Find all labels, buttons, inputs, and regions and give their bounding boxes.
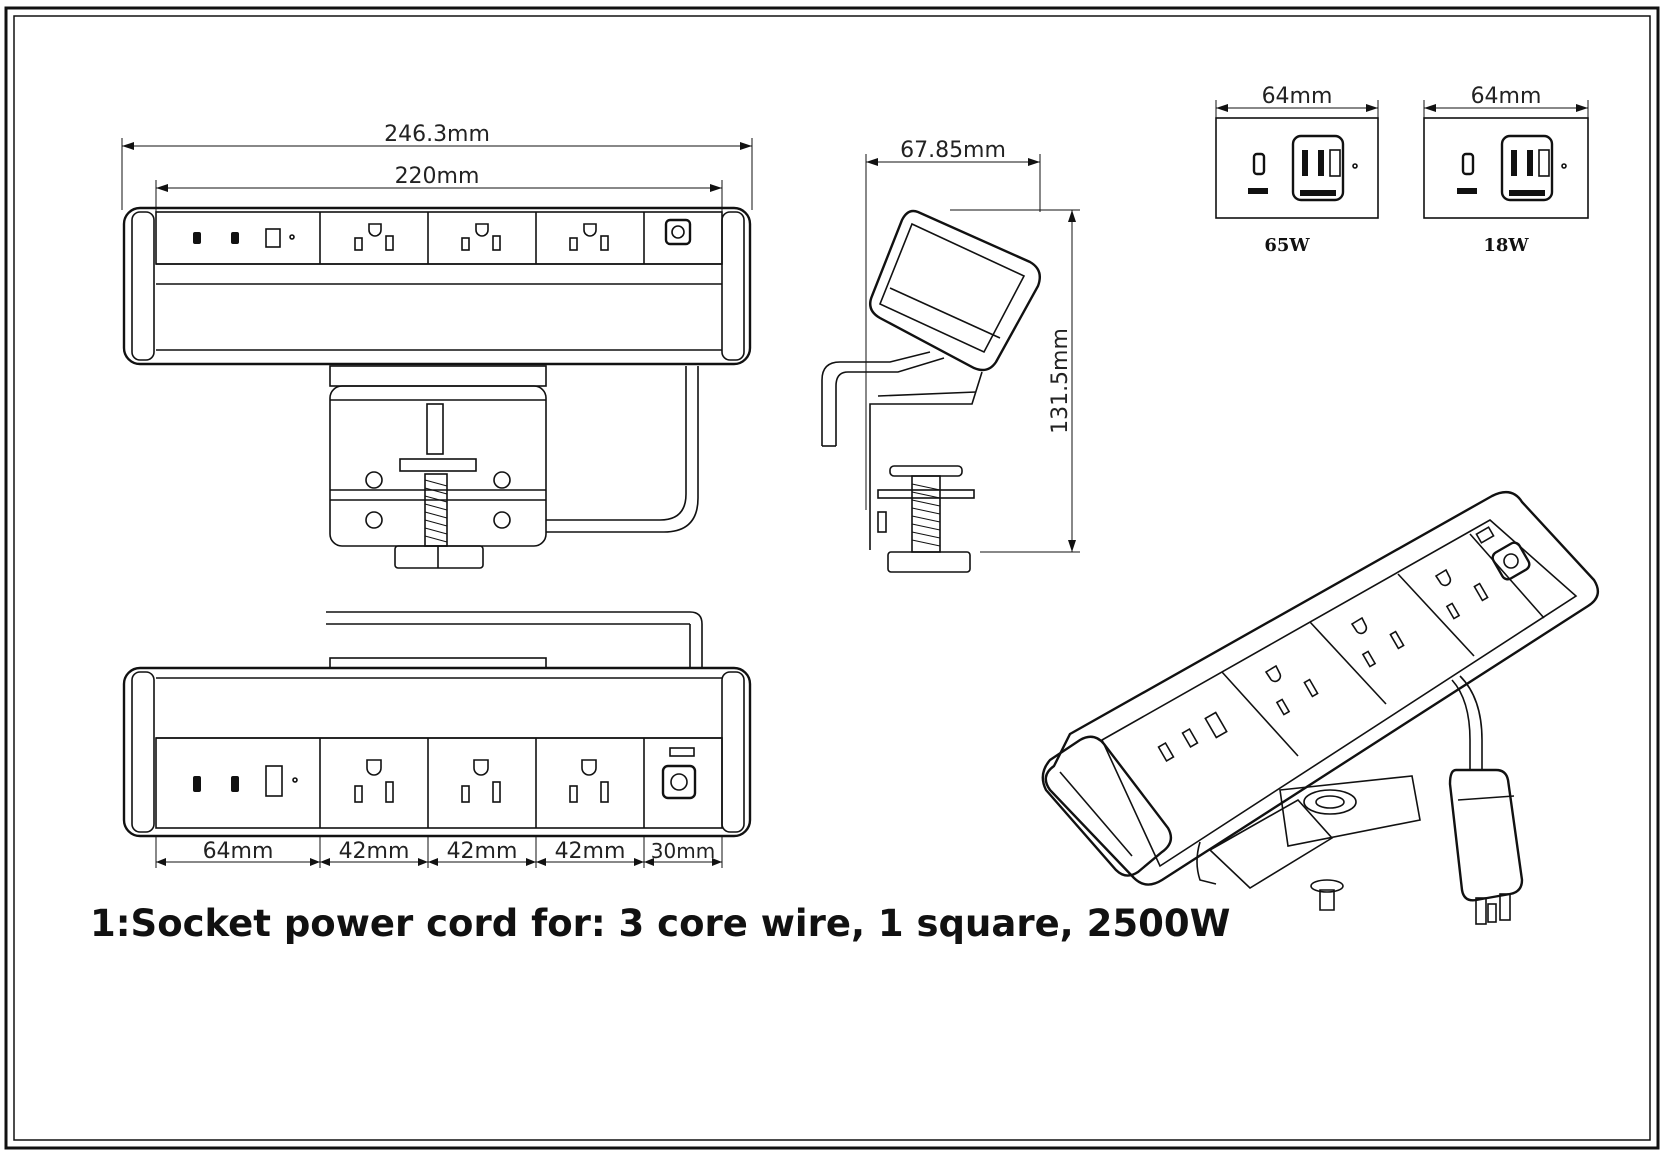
iso-power-switch-icon bbox=[1491, 541, 1531, 581]
outlet-2 bbox=[461, 223, 501, 251]
usb-module-65w-power: 65W bbox=[1264, 235, 1310, 256]
bottom-power-switch-icon bbox=[661, 764, 697, 800]
power-switch-icon bbox=[664, 218, 692, 246]
inner-width-label: 220mm bbox=[395, 164, 480, 189]
iso-outlet-1 bbox=[1264, 664, 1319, 716]
outer-border bbox=[4, 6, 1660, 1150]
segment-outlet-3-width: 42mm bbox=[555, 839, 626, 864]
side-clamp-screw bbox=[911, 475, 941, 553]
height-label: 131.5mm bbox=[1048, 328, 1073, 434]
bottom-view: 64mm 42mm 42mm 42mm 30mm bbox=[122, 611, 752, 868]
overall-width-label: 246.3mm bbox=[384, 122, 490, 147]
depth-label: 67.85mm bbox=[900, 138, 1006, 163]
inner-width-dimension: 220mm bbox=[155, 164, 723, 212]
iso-outlet-3 bbox=[1434, 568, 1489, 620]
segment-dimensions: 64mm 42mm 42mm 42mm 30mm bbox=[155, 836, 723, 868]
isometric-view bbox=[1041, 490, 1600, 925]
segment-outlet-1-width: 42mm bbox=[339, 839, 410, 864]
overall-width-dimension: 246.3mm bbox=[121, 122, 753, 210]
inner-border bbox=[13, 15, 1651, 1141]
side-view: 67.85mm 131.5mm bbox=[821, 138, 1080, 573]
front-view: 246.3mm 220mm bbox=[121, 122, 753, 569]
usb-module-18w-power: 18W bbox=[1483, 235, 1529, 256]
bottom-outlet-2 bbox=[461, 759, 501, 803]
usb-module-65w-width: 64mm bbox=[1262, 84, 1333, 109]
usb-module-65w: 64mm 65W bbox=[1215, 84, 1379, 256]
height-dimension: 131.5mm bbox=[950, 209, 1080, 553]
segment-switch-width: 30mm bbox=[651, 839, 715, 863]
outlet-3 bbox=[569, 223, 609, 251]
depth-dimension: 67.85mm bbox=[865, 138, 1041, 510]
usb-module-18w-width: 64mm bbox=[1471, 84, 1542, 109]
bottom-outlet-1 bbox=[354, 759, 394, 803]
clamp-screw bbox=[424, 473, 448, 547]
bottom-outlet-3 bbox=[569, 759, 609, 803]
usb-module-18w: 64mm 18W bbox=[1423, 84, 1589, 256]
iso-outlet-2 bbox=[1350, 616, 1405, 668]
caption: 1:Socket power cord for: 3 core wire, 1 … bbox=[90, 902, 1231, 945]
outlet-1 bbox=[354, 223, 394, 251]
segment-outlet-2-width: 42mm bbox=[447, 839, 518, 864]
segment-usb-width: 64mm bbox=[203, 839, 274, 864]
